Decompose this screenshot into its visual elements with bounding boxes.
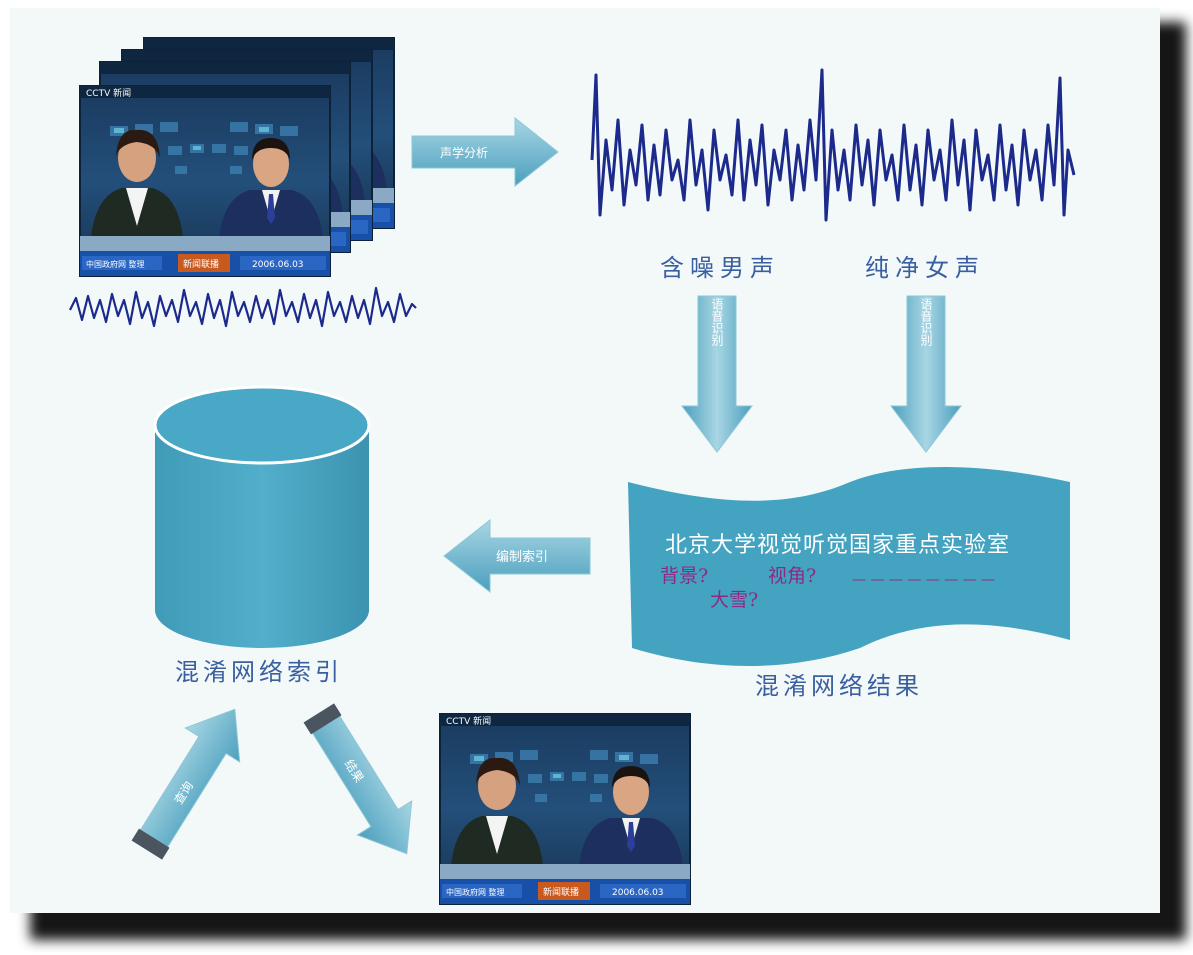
lattice-result-banner: 北京大学视觉听觉国家重点实验室 背景? 视角? 大雪? — — — — — — … (628, 467, 1070, 666)
tv-ticker-date-result: 2006.06.03 (612, 888, 664, 898)
banner-text: 北京大学视觉听觉国家重点实验室 (665, 533, 1010, 558)
tv-ticker-date: 2006.06.03 (252, 260, 304, 270)
tv-ticker-left-result: 中国政府网 整理 (446, 887, 505, 897)
tv-ticker-mid: 新闻联播 (183, 258, 219, 270)
tv-logo: CCTV 新闻 (86, 87, 131, 99)
tv-ticker-mid-result: 新闻联播 (543, 886, 579, 898)
build-index-label: 编制索引 (496, 550, 548, 565)
speech-recognition-arrow-2: 语音识别 (889, 295, 963, 453)
tv-frame-result: CCTV 新闻 中国政府网 整理 新闻联播 2006.06.03 (439, 713, 691, 905)
speech-recognition-label-1: 语音识别 (710, 298, 724, 346)
banner-guess-2: 视角? (768, 565, 816, 587)
audio-analysis-label: 声学分析 (440, 145, 488, 160)
result-arrow: 结果 (303, 703, 413, 855)
speech-recognition-label-2: 语音识别 (919, 298, 933, 346)
tv-frame-front: CCTV 新闻 中国政府网 整理 新闻联播 2006.06.03 (79, 85, 331, 277)
database-cylinder (153, 385, 371, 648)
banner-guess-3: 大雪? (710, 589, 758, 611)
banner-dashes: — — — — — — — — (852, 572, 995, 588)
audio-waveform-large (590, 68, 1076, 222)
audio-waveform-small (69, 286, 417, 328)
speech-recognition-arrow-1: 语音识别 (680, 295, 754, 453)
tv-ticker-left: 中国政府网 整理 (86, 259, 145, 269)
noisy-male-label: 含噪男声 (660, 254, 780, 282)
lattice-index-label: 混淆网络索引 (175, 658, 343, 686)
tv-frame-stack: CCTV 新闻 中国政府网 整理 新闻联播 2006.06.03 (79, 37, 395, 277)
query-arrow: 查询 (131, 708, 241, 860)
audio-analysis-arrow: 声学分析 (411, 116, 559, 188)
lattice-result-label: 混淆网络结果 (755, 672, 923, 700)
tv-logo-result: CCTV 新闻 (446, 715, 491, 727)
build-index-arrow: 编制索引 (443, 518, 591, 594)
clean-female-label: 纯净女声 (865, 254, 985, 282)
banner-guess-1: 背景? (660, 565, 708, 587)
